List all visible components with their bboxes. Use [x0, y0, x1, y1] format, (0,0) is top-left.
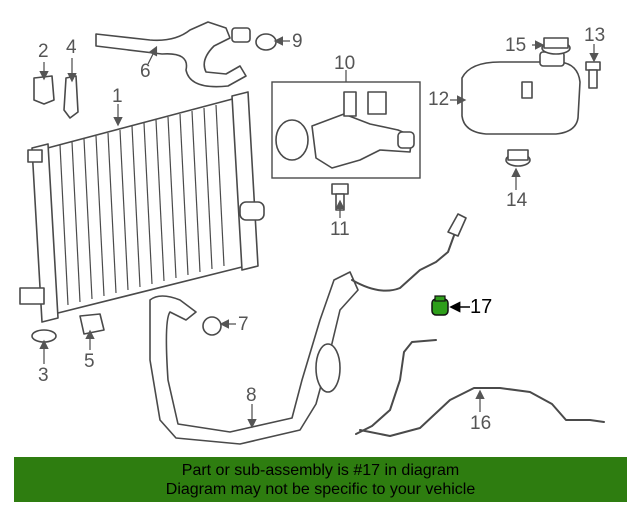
- callout-12: 12: [428, 89, 450, 110]
- info-banner: Part or sub-assembly is #17 in diagram D…: [14, 457, 627, 502]
- callout-1: 1: [112, 86, 123, 107]
- reservoir-cap: [541, 37, 571, 55]
- callout-15: 15: [505, 35, 527, 56]
- part-17-highlighted[interactable]: [431, 295, 449, 316]
- callout-3: 3: [38, 365, 49, 386]
- callout-2: 2: [38, 41, 49, 62]
- banner-line-2: Diagram may not be specific to your vehi…: [165, 481, 476, 498]
- bracket-2: [33, 75, 55, 105]
- heater-hose: [359, 387, 605, 437]
- radiator: [19, 91, 265, 323]
- callout-7: 7: [238, 314, 249, 335]
- callout-11: 11: [330, 219, 350, 240]
- banner-line-1: Part or sub-assembly is #17 in diagram: [181, 462, 460, 479]
- lower-hose: [149, 271, 359, 445]
- callout-8: 8: [246, 385, 257, 406]
- heater-hose-branch: [355, 339, 437, 435]
- callout-10: 10: [334, 53, 356, 74]
- o-ring-9: [255, 33, 277, 51]
- upper-hose: [95, 21, 251, 88]
- callout-14: 14: [506, 190, 528, 211]
- grommet-3: [31, 329, 57, 343]
- bracket-5: [79, 313, 105, 335]
- bypass-hose: [351, 229, 457, 292]
- callout-4: 4: [66, 37, 77, 58]
- callout-6: 6: [140, 61, 151, 82]
- thermostat-housing: [271, 81, 421, 179]
- callout-16: 16: [470, 413, 492, 434]
- bolt-13: [585, 61, 601, 89]
- coolant-reservoir: [461, 51, 581, 135]
- callout-9: 9: [292, 31, 303, 52]
- cap-14: [505, 149, 531, 167]
- callout-13: 13: [584, 25, 606, 46]
- bracket-4: [63, 75, 79, 119]
- callout-17[interactable]: 17: [470, 296, 493, 318]
- callout-5: 5: [84, 351, 95, 372]
- o-ring-7: [202, 316, 222, 336]
